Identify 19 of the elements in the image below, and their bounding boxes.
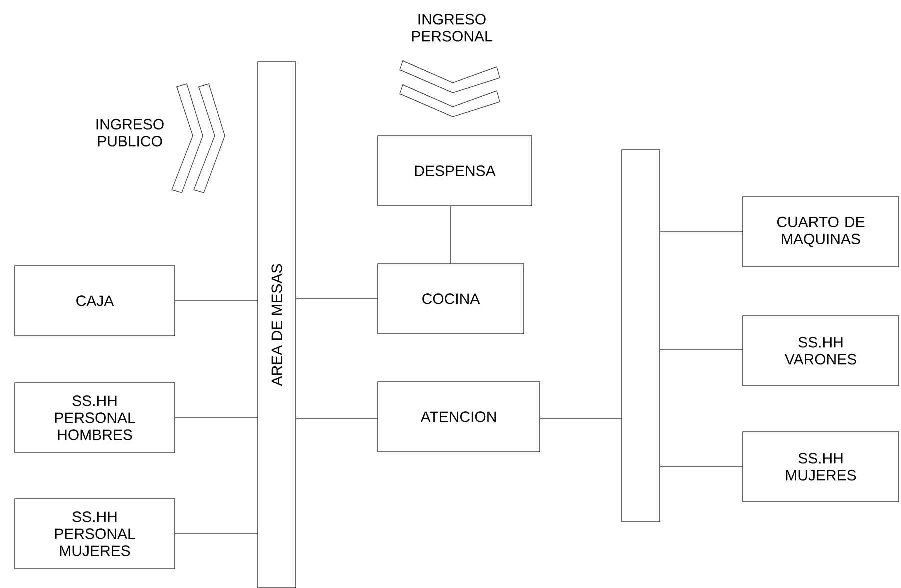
corridor-bar	[622, 150, 660, 522]
room-box: ATENCION	[378, 382, 540, 452]
room-box: SS.HH PERSONAL MUJERES	[14, 498, 176, 570]
room-box: COCINA	[378, 264, 524, 334]
room-box: DESPENSA	[378, 136, 532, 206]
connector-line	[450, 206, 452, 264]
connector-line	[296, 298, 378, 300]
entrance-label: INGRESO PUBLICO	[96, 119, 164, 147]
connector-line	[540, 418, 622, 420]
room-box: CAJA	[14, 266, 176, 336]
entrance-label: INGRESO PERSONAL	[412, 14, 492, 42]
area-bar: AREA DE MESAS	[258, 62, 296, 588]
room-box: SS.HH VARONES	[742, 316, 900, 386]
connector-line	[175, 300, 258, 302]
room-box: SS.HH PERSONAL HOMBRES	[14, 382, 176, 454]
room-box: CUARTO DE MAQUINAS	[742, 196, 900, 268]
connector-line	[296, 418, 378, 420]
connector-line	[660, 466, 743, 468]
room-box: SS.HH MUJERES	[742, 432, 900, 502]
